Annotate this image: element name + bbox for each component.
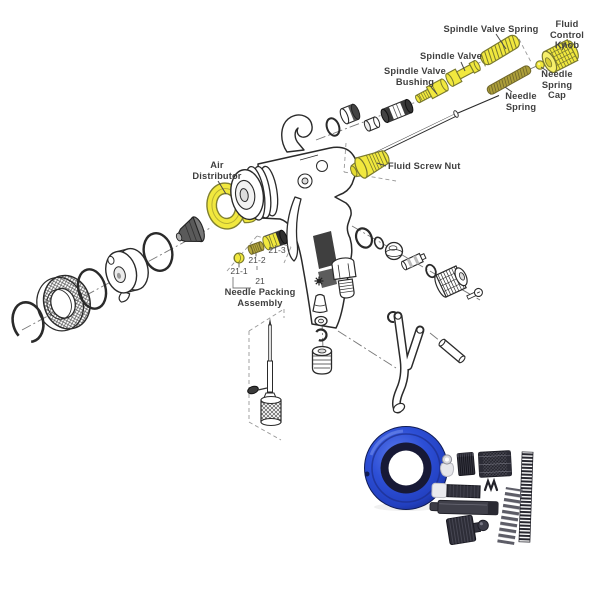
label-part-21-1: 21-1: [230, 266, 248, 276]
packing-nut-fitting: [311, 345, 333, 375]
label-fluid-control-knob: Fluid Control Knob: [549, 19, 585, 51]
label-needle-spring: Needle Spring: [505, 91, 537, 112]
kit-capped-bolt: [431, 482, 481, 499]
kit-grommet: [439, 454, 455, 477]
small-washer: [373, 236, 385, 250]
spindle-group: [415, 34, 579, 104]
label-spindle-valve-bushing: Spindle Valve Bushing: [384, 66, 446, 87]
kit-small-knurled-cylinder: [456, 451, 476, 477]
o-ring-air-valve: [354, 227, 374, 249]
label-air-distributor: Air Distributor: [192, 160, 242, 181]
gun-trigger: [286, 196, 302, 262]
gun-grip-band: [313, 231, 337, 269]
fluid-nozzle: [175, 216, 205, 243]
upper-parts-chain: [325, 98, 414, 137]
needle-spring-part: [486, 65, 532, 95]
packing-bushing: [380, 98, 414, 124]
valve-dome-cap: [384, 241, 404, 261]
trigger-fork-group: [387, 311, 466, 414]
spindle-valve-part: [445, 59, 481, 87]
label-needle-spring-cap: Needle Spring Cap: [541, 69, 573, 101]
label-leader-lines: [217, 33, 567, 195]
star-washer: [314, 276, 324, 286]
lower-valve-chain: [311, 257, 357, 375]
kit-blue-ring: [364, 426, 448, 511]
set-screw: [466, 287, 483, 300]
fluid-control-knob-part: [541, 39, 579, 74]
kit-coil-spring: [497, 487, 523, 545]
retaining-c-ring: [11, 300, 45, 344]
label-spindle-valve-spring: Spindle Valve Spring: [443, 24, 539, 34]
fluid-needle-assembly: [247, 308, 285, 441]
air-inlet-fitting: [331, 257, 357, 299]
o-ring-medium: [142, 232, 174, 272]
gun-barrel-ribs: [230, 165, 279, 221]
spindle-valve-spring-part: [480, 34, 520, 67]
e-clip-lower: [314, 328, 328, 342]
needle-packing-parts: [226, 229, 292, 289]
o-ring-large: [76, 268, 108, 310]
kit-spring-fragment: [483, 477, 499, 493]
label-part-21-3: 21-3: [268, 245, 286, 255]
kit-large-knurled-knob: [477, 450, 513, 478]
fluid-screw-nut-part: [343, 142, 397, 182]
cone-cap: [312, 293, 328, 314]
air-adjust-knob: [434, 265, 468, 298]
gun-hanger-hook: [281, 114, 313, 153]
wave-washer: [425, 263, 437, 279]
packing-part-21-1: [233, 252, 245, 264]
air-valve-stem: [401, 252, 427, 271]
kit-threaded-plug: [445, 514, 489, 546]
kit-long-rod: [429, 499, 499, 516]
right-valve-chain: [354, 227, 483, 300]
label-part-21-2: 21-2: [248, 255, 266, 265]
trigger-fork: [391, 311, 425, 414]
fluid-needle: [368, 94, 500, 158]
trigger-pin: [438, 338, 466, 364]
parts-kit-photo: [364, 426, 534, 546]
o-ring-small-top: [325, 117, 341, 137]
small-plug: [363, 116, 381, 132]
spindle-valve-bushing-part: [415, 78, 449, 104]
air-cap: [105, 247, 149, 303]
air-cap-retaining-ring: [36, 274, 91, 332]
packing-part-21-3: [262, 229, 288, 251]
gun-body: [230, 114, 358, 329]
label-part-21: 21: [255, 276, 265, 286]
flat-washer: [314, 315, 328, 327]
valve-seat-cap: [339, 103, 361, 125]
label-spindle-valve: Spindle Valve: [420, 51, 482, 61]
packing-part-21-2: [247, 241, 265, 255]
e-clip-fork: [387, 311, 399, 323]
label-fluid-screw-nut: Fluid Screw Nut: [388, 161, 461, 171]
label-needle-packing-assembly: Needle Packing Assembly: [224, 287, 296, 308]
